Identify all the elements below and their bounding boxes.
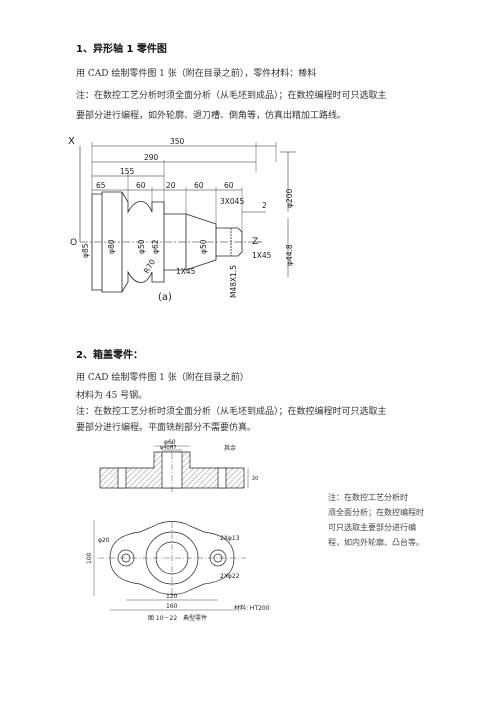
side-note-line: 须全面分析；在数控编程时 bbox=[328, 508, 424, 517]
section1-line3: 要部分进行编程，如外轮廓、退刀槽、倒角等，仿真出精加工路线。 bbox=[76, 111, 347, 121]
figure-caption: 图 10－22 典型零件 bbox=[148, 614, 207, 622]
dim-chamfer2: 1X45 bbox=[176, 267, 196, 276]
dim-160: 160 bbox=[166, 603, 178, 610]
origin-label: O bbox=[70, 238, 77, 248]
figure-caption-a: (a) bbox=[158, 292, 172, 303]
dim-phi62: φ62 bbox=[151, 239, 160, 254]
dim-phi44-8: φ44.8 bbox=[285, 244, 294, 266]
section2-line2: 材料为 45 号钢。 bbox=[76, 391, 148, 401]
section2-heading: 2、箱盖零件： bbox=[76, 350, 143, 361]
dim-100: 100 bbox=[86, 552, 93, 564]
box-cover-drawing: φ60 φ40H7 其余 20 φ20 2Xφ13 2Xφ22 120 160 … bbox=[86, 439, 270, 622]
dim-290: 290 bbox=[144, 153, 159, 162]
dim-155: 155 bbox=[120, 167, 135, 176]
dim-20: 20 bbox=[252, 476, 258, 482]
shaft-drawing: X O Z 350 290 155 65 60 20 60 60 3X045 2… bbox=[68, 136, 296, 303]
side-note-line: 注：在数控工艺分析时 bbox=[328, 493, 408, 502]
dim-chamfer1: 3X045 bbox=[220, 197, 244, 206]
dim-60c: 60 bbox=[224, 181, 234, 190]
dim-phi80: φ80 bbox=[107, 239, 116, 254]
dim-r70: R70 bbox=[142, 258, 157, 275]
dim-phi20: φ20 bbox=[98, 537, 110, 544]
side-note: 注：在数控工艺分析时 须全面分析；在数控编程时 可只选取主要部分进行编 程，如内… bbox=[328, 490, 468, 550]
section2-line3: 注：在数控工艺分析时须全面分析（从毛坯到成品）；在数控编程时可只选取主 bbox=[76, 407, 387, 417]
dim-350: 350 bbox=[170, 137, 185, 146]
dim-phi200: φ200 bbox=[285, 189, 294, 208]
dim-phi40: φ40H7 bbox=[160, 445, 177, 451]
side-note-line: 可只选取主要部分进行编 bbox=[328, 523, 416, 532]
dim-phi85: φ85 bbox=[81, 243, 90, 258]
dim-counterbore: 2Xφ22 bbox=[220, 573, 240, 580]
side-note-line: 程，如内外轮廓、凸台等。 bbox=[328, 538, 424, 547]
dim-phi50a: φ50 bbox=[137, 239, 146, 254]
dim-chamfer3: 1X45 bbox=[252, 251, 272, 260]
section1-line2: 注：在数控工艺分析时须全面分析（从毛坯到成品）；在数控编程时可只选取主 bbox=[76, 91, 387, 101]
dim-thread: M48X1.5 bbox=[229, 265, 238, 298]
section2-line1: 用 CAD 绘制零件图 1 张（附在目录之前） bbox=[76, 373, 249, 383]
axis-z-label: Z bbox=[252, 237, 258, 247]
dim-holes: 2Xφ13 bbox=[220, 535, 240, 542]
dim-phi50b: φ50 bbox=[199, 239, 208, 254]
dim-2: 2 bbox=[262, 201, 267, 210]
section1-line1: 用 CAD 绘制零件图 1 张（附在目录之前），零件材料：棒料 bbox=[76, 69, 317, 79]
dim-20: 20 bbox=[166, 181, 176, 190]
rest-note: 其余 bbox=[224, 444, 236, 452]
material-label: 材料: HT200 bbox=[234, 604, 270, 612]
section1-heading: 1、异形轴 1 零件图 bbox=[76, 44, 167, 55]
axis-x-label: X bbox=[68, 136, 75, 147]
dim-65: 65 bbox=[96, 181, 106, 190]
dim-60b: 60 bbox=[194, 181, 204, 190]
section2-line4: 要部分进行编程。平面铣削部分不需要仿真。 bbox=[76, 423, 257, 433]
dim-60a: 60 bbox=[136, 181, 146, 190]
dim-phi60: φ60 bbox=[164, 439, 176, 446]
dim-120: 120 bbox=[166, 593, 178, 600]
